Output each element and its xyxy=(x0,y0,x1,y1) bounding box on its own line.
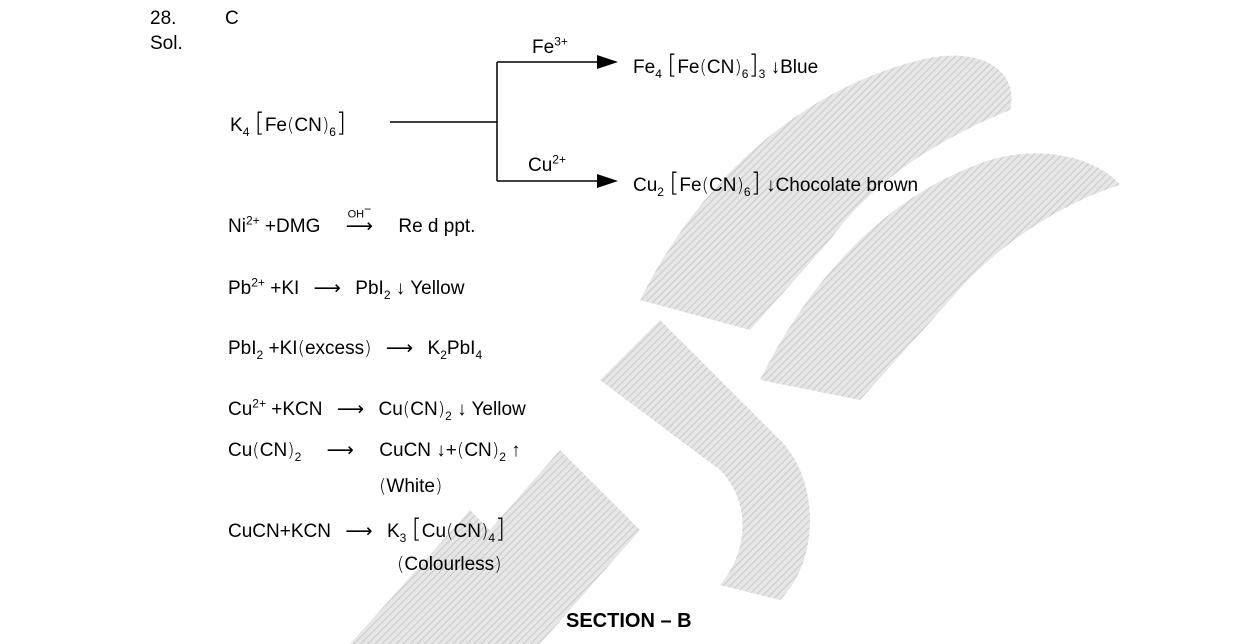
section-heading: SECTION – B xyxy=(566,610,692,632)
solution-label: Sol. xyxy=(150,33,183,54)
reaction-arrow-over: OH−⟶ xyxy=(345,202,373,237)
question-number: 28. xyxy=(150,8,177,29)
equation-pbi2-excess: PbI2 +KI(excess)⟶K2PbI4 xyxy=(228,337,483,362)
lower-branch-product: Cu2 [Fe(CN)6] ↓Chocolate brown xyxy=(633,168,919,199)
equation-cucn2-decomposition: Cu(CN)2⟶CuCN ↓+(CN)2 ↑ xyxy=(228,439,521,464)
branch-reactant: K4 [Fe(CN)6] xyxy=(230,108,347,139)
upper-branch-product: Fe4 [Fe(CN)6]3 ↓Blue xyxy=(633,50,819,81)
answer-option: C xyxy=(225,8,239,29)
lower-branch-reagent: Cu2+ xyxy=(528,152,566,176)
note-white: (White) xyxy=(379,475,443,497)
note-colourless: (Colourless) xyxy=(397,553,502,575)
equation-cucn-kcn: CuCN+KCN⟶K3 [Cu(CN)4] xyxy=(228,514,506,545)
upper-branch-reagent: Fe3+ xyxy=(532,34,568,58)
equation-lead-ki: Pb2+ +KI⟶PbI2 ↓ Yellow xyxy=(228,275,465,302)
equation-copper-kcn: Cu2+ +KCN⟶Cu(CN)2 ↓ Yellow xyxy=(228,396,526,423)
